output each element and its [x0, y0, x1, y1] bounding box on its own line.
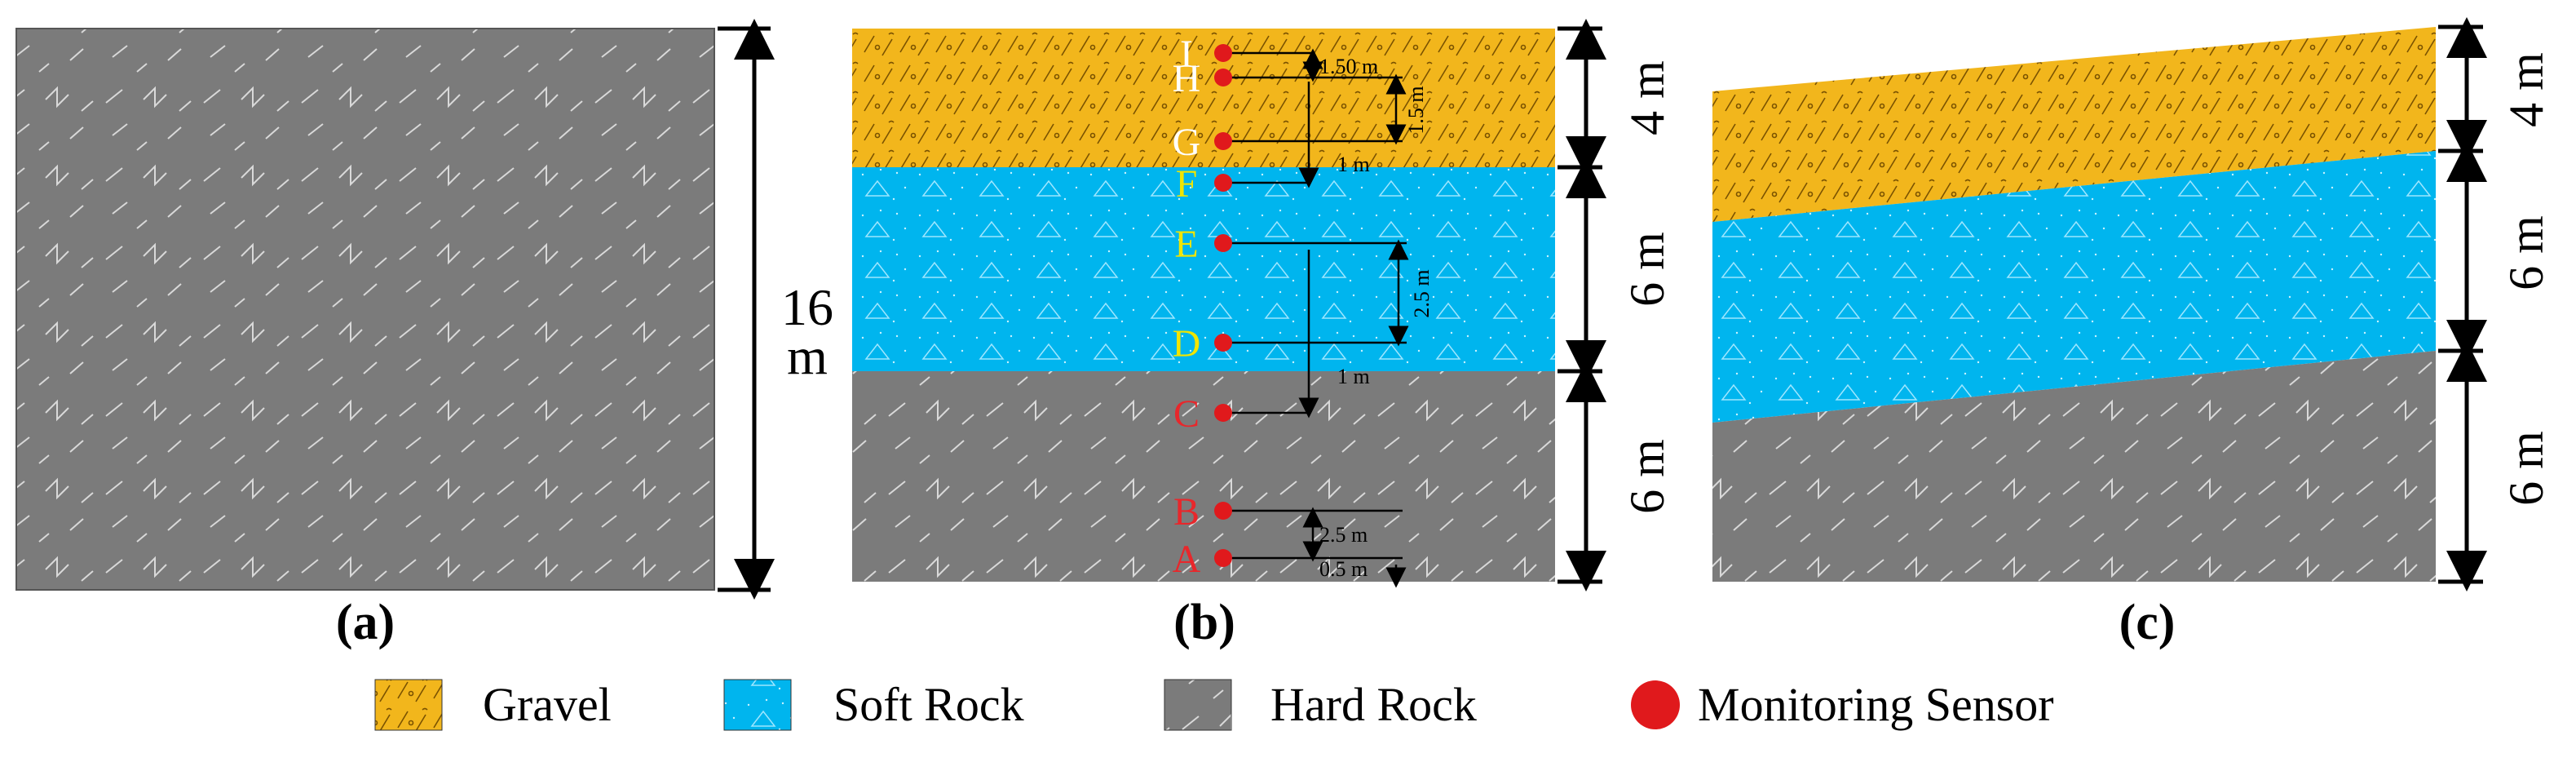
panel-c-thickness-bars	[2438, 16, 2487, 591]
panel-c-soft-rock-layer	[1712, 151, 2436, 423]
panel-a-caption: (a)	[336, 595, 395, 650]
panel-c-gravel-thickness: 4 m	[2499, 52, 2553, 127]
legend-label-sensor: Monitoring Sensor	[1698, 678, 2054, 731]
sensor-g-marker	[1214, 132, 1232, 150]
legend-swatch-sensor	[1631, 680, 1680, 729]
panel-b-hard-rock-layer	[852, 371, 1555, 582]
sensor-e-label: E	[1174, 223, 1198, 266]
panel-c-soft-rock-thickness: 6 m	[2499, 215, 2553, 290]
panel-c-hard-rock-layer	[1712, 351, 2436, 582]
panel-a-hard-rock	[15, 28, 715, 591]
panel-b-spacing-e-d: 2.5 m	[1410, 269, 1434, 317]
legend-label-hard-rock: Hard Rock	[1270, 678, 1477, 731]
sensor-a-label: A	[1173, 538, 1201, 581]
sensor-c-marker	[1214, 404, 1232, 422]
sensor-f-label: F	[1176, 162, 1198, 206]
sensor-d-label: D	[1173, 322, 1201, 365]
panel-c-hard-rock-thickness: 6 m	[2499, 431, 2553, 506]
legend-item-hard-rock: Hard Rock	[1164, 678, 1477, 731]
panel-b-spacing-i-h: 1.50 m	[1319, 55, 1378, 78]
panel-c: 4 m 6 m 6 m (c)	[1712, 16, 2553, 650]
panel-a-height-number: 16	[781, 278, 833, 336]
panel-b: 4 m 6 m 6 m 1.50 m 1.5 m 1 m 2.5 m 1 m 2	[852, 18, 1674, 650]
legend-label-gravel: Gravel	[483, 678, 612, 731]
legend-swatch-hard-rock	[1164, 679, 1232, 731]
panel-b-spacing-b-a: 2.5 m	[1319, 523, 1368, 547]
sensor-h-marker	[1214, 69, 1232, 86]
legend-item-soft-rock: Soft Rock	[723, 678, 1024, 731]
legend: Gravel Soft Rock Hard Rock Monitoring Se…	[374, 678, 2054, 731]
panel-b-thickness-bars	[1558, 18, 1606, 591]
panel-b-spacing-c-offset: 1 m	[1337, 365, 1370, 388]
panel-b-gravel-thickness: 4 m	[1620, 60, 1674, 135]
legend-item-sensor: Monitoring Sensor	[1631, 678, 2054, 731]
panel-c-caption: (c)	[2119, 595, 2176, 650]
legend-swatch-gravel	[374, 679, 443, 731]
sensor-f-marker	[1214, 174, 1232, 192]
legend-item-gravel: Gravel	[374, 678, 612, 731]
legend-label-soft-rock: Soft Rock	[833, 678, 1024, 731]
legend-swatch-soft-rock	[723, 679, 792, 731]
panel-a-height-unit: m	[787, 327, 828, 385]
sensor-g-label: G	[1173, 121, 1201, 164]
panel-a-label-backdrop	[773, 273, 842, 392]
sensor-b-marker	[1214, 502, 1232, 520]
sensor-i-marker	[1214, 44, 1232, 62]
sensor-a-marker	[1214, 549, 1232, 567]
sensor-e-marker	[1214, 234, 1232, 252]
panel-a: 16 m (a)	[15, 18, 842, 650]
panel-b-spacing-f-offset: 1 m	[1337, 153, 1370, 176]
sensor-b-label: B	[1173, 490, 1200, 534]
panel-b-gravel-layer	[852, 29, 1555, 167]
panel-b-spacing-h-g: 1.5 m	[1404, 86, 1428, 134]
panel-b-spacing-a-base: 0.5 m	[1319, 557, 1368, 581]
sensor-c-label: C	[1173, 392, 1200, 436]
sensor-i-label: I	[1180, 33, 1193, 76]
panel-b-caption: (b)	[1173, 595, 1235, 650]
panel-b-hard-rock-thickness: 6 m	[1620, 439, 1674, 514]
sensor-h-label: H	[1173, 57, 1201, 100]
panel-b-soft-rock-layer	[852, 167, 1555, 371]
panel-c-gravel-layer	[1712, 27, 2436, 222]
panel-b-soft-rock-thickness: 6 m	[1620, 232, 1674, 307]
panel-b-spacing-brackets	[1223, 48, 1409, 588]
sensor-d-marker	[1214, 334, 1232, 352]
